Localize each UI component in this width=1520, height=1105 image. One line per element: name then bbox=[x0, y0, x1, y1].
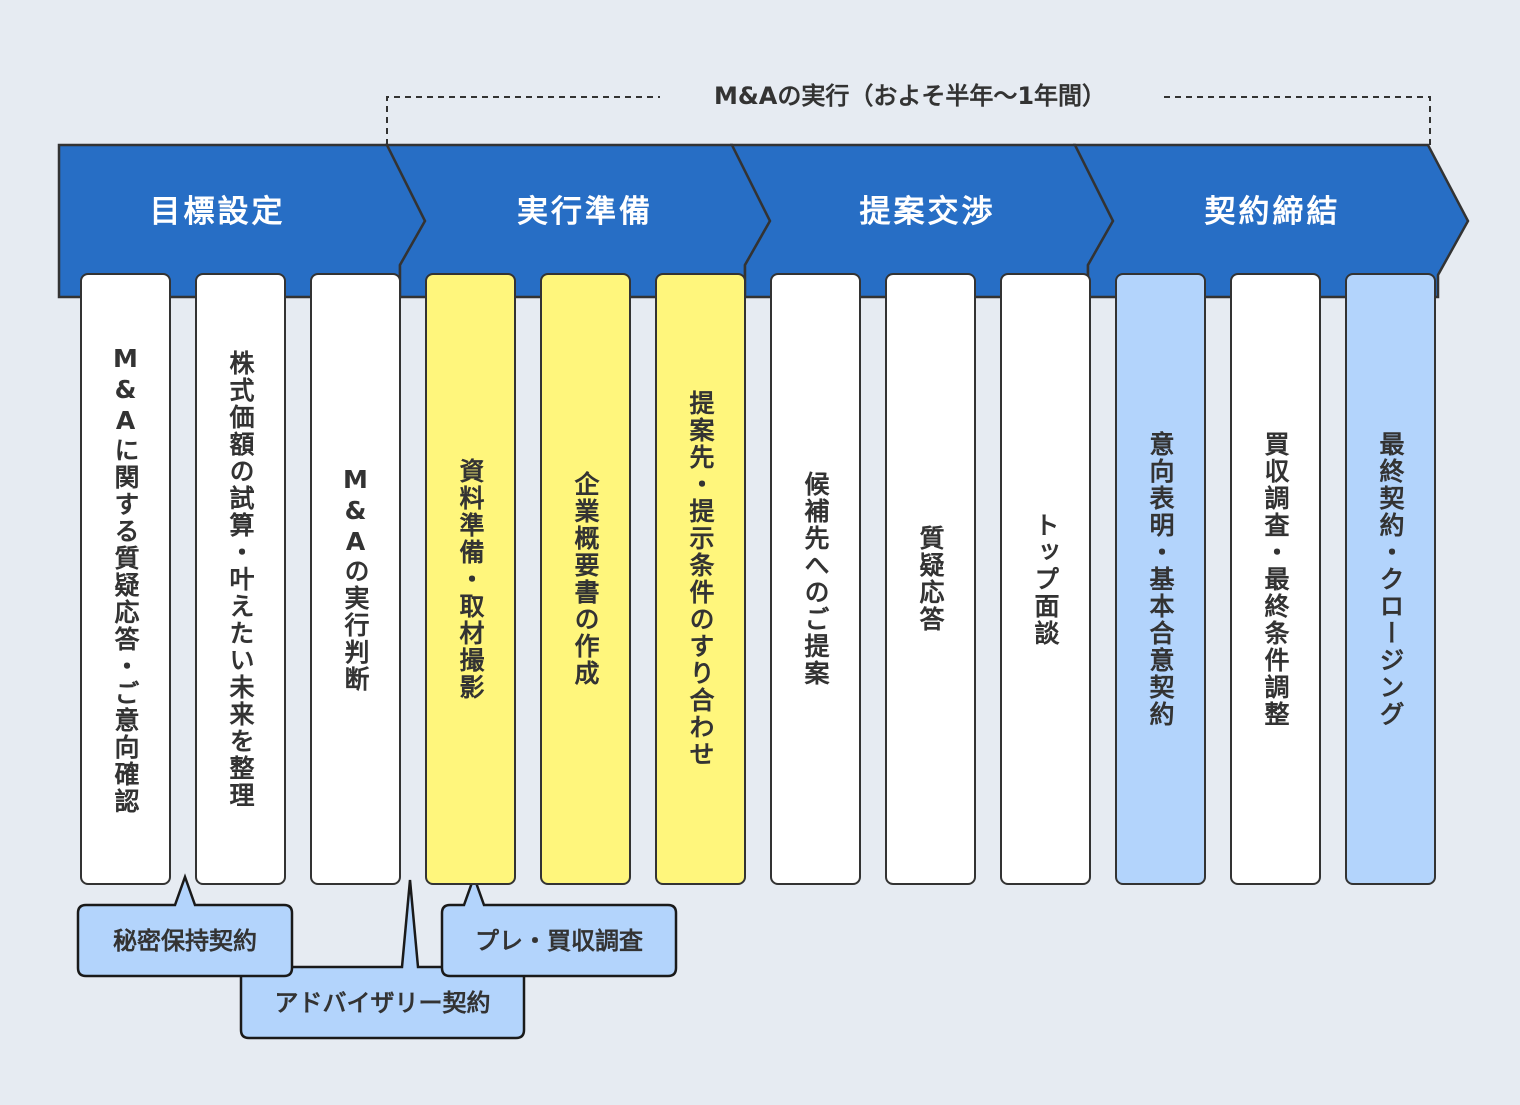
step-card-dd-final-terms: 買収調査・最終条件調整 bbox=[1230, 273, 1321, 885]
step-card-text: 株式価額の試算・叶えたい未来を整理 bbox=[226, 349, 255, 809]
callout-advisory-agreement: アドバイザリー契約 bbox=[274, 989, 491, 1017]
callouts bbox=[76, 873, 678, 1040]
callout-nda-shape bbox=[76, 873, 294, 978]
step-card-text: トップ面談 bbox=[1031, 511, 1060, 647]
step-card-qa: 質疑応答 bbox=[885, 273, 976, 885]
execution-period-label: M&Aの実行（およそ半年〜1年間） bbox=[660, 78, 1160, 114]
phase-label-negotiation: 提案交渉 bbox=[859, 194, 996, 230]
step-card-text: 意向表明・基本合意契約 bbox=[1146, 430, 1175, 728]
step-card-company-profile: 企業概要書の作成 bbox=[540, 273, 631, 885]
step-card-final-contract-closing: 最終契約・クロージング bbox=[1345, 273, 1436, 885]
step-card-qa-intent: M&Aに関する質疑応答・ご意向確認 bbox=[80, 273, 171, 885]
callout-pre-dd-shape bbox=[440, 873, 678, 978]
step-card-text: 候補先へのご提案 bbox=[801, 471, 830, 687]
phase-label-goal-setting: 目標設定 bbox=[149, 194, 286, 230]
step-card-valuation-future: 株式価額の試算・叶えたい未来を整理 bbox=[195, 273, 286, 885]
step-card-text: 買収調査・最終条件調整 bbox=[1261, 430, 1290, 728]
step-card-execution-decision: M&Aの実行判断 bbox=[310, 273, 401, 885]
step-card-loi-basic-agreement: 意向表明・基本合意契約 bbox=[1115, 273, 1206, 885]
step-card-top-meeting: トップ面談 bbox=[1000, 273, 1091, 885]
step-card-text: M&Aの実行判断 bbox=[341, 465, 370, 693]
bracket-dashed-line bbox=[386, 96, 1431, 145]
step-card-text: 資料準備・取材撮影 bbox=[456, 457, 485, 701]
phase-label-contract: 契約締結 bbox=[1204, 194, 1341, 230]
step-card-text: 企業概要書の作成 bbox=[571, 471, 600, 687]
step-card-text: M&Aに関する質疑応答・ご意向確認 bbox=[111, 343, 140, 815]
step-card-proposal-terms: 提案先・提示条件のすり合わせ bbox=[655, 273, 746, 885]
step-card-text: 質疑応答 bbox=[916, 525, 945, 633]
phase-bar bbox=[57, 143, 1470, 299]
step-card-material-prep: 資料準備・取材撮影 bbox=[425, 273, 516, 885]
step-card-candidate-proposal: 候補先へのご提案 bbox=[770, 273, 861, 885]
phase-label-preparation: 実行準備 bbox=[517, 194, 653, 230]
step-card-text: 提案先・提示条件のすり合わせ bbox=[686, 390, 715, 768]
phase-chevron-4 bbox=[1072, 143, 1470, 299]
callout-nda: 秘密保持契約 bbox=[113, 927, 257, 955]
step-card-text: 最終契約・クロージング bbox=[1376, 430, 1405, 728]
callout-pre-due-diligence: プレ・買収調査 bbox=[475, 927, 643, 955]
